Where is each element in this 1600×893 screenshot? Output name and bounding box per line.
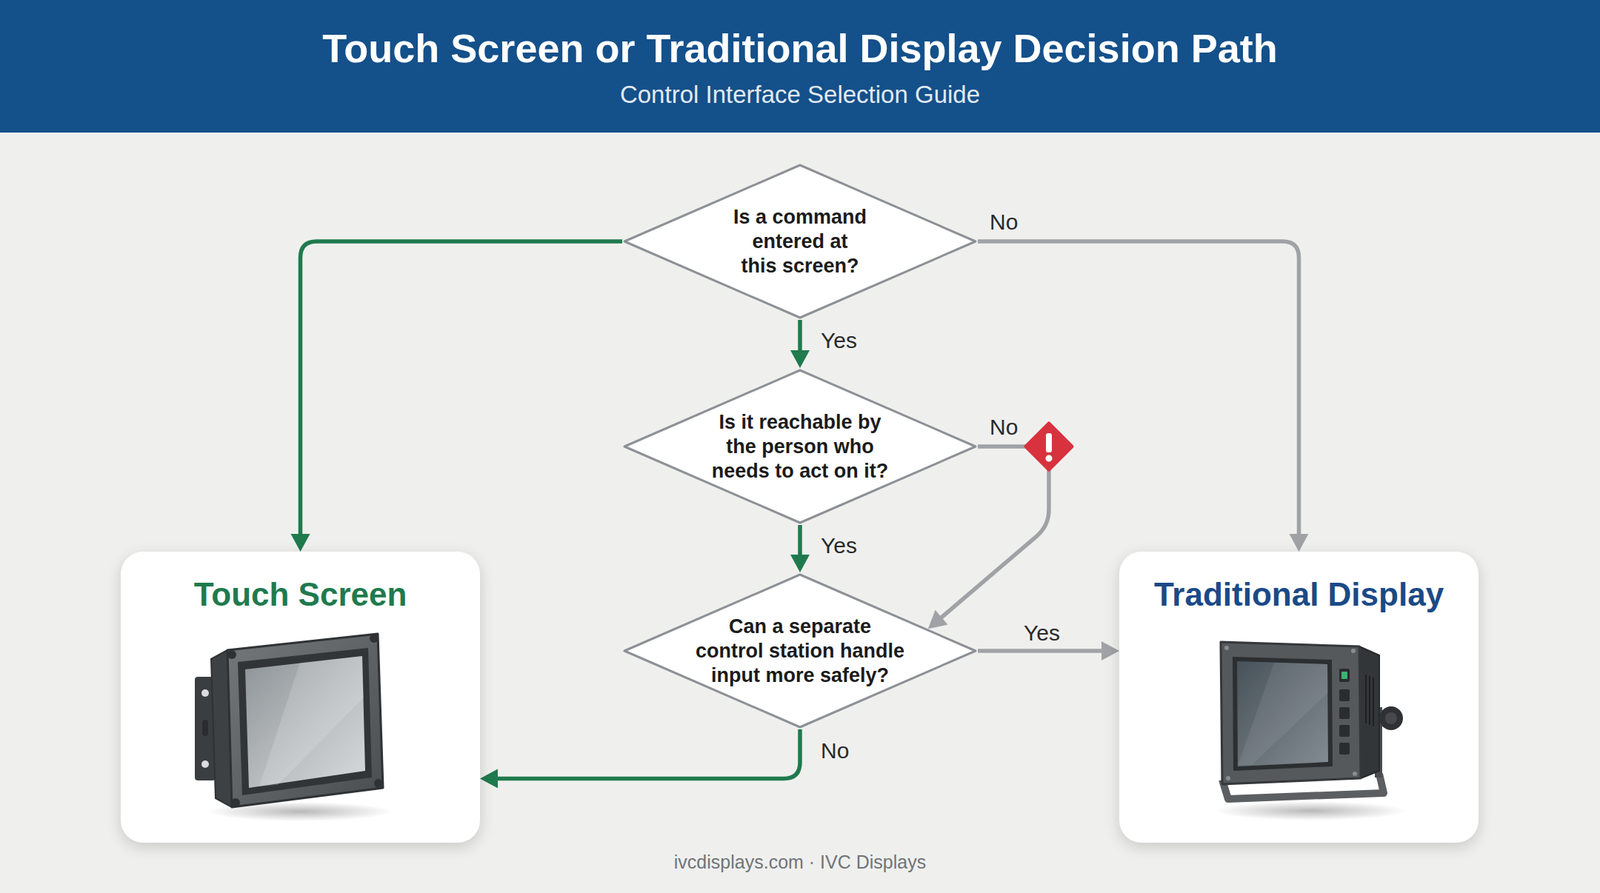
- warning-bar: [1045, 433, 1052, 453]
- diagram-title: Touch Screen or Traditional Display Deci…: [0, 25, 1600, 72]
- flow-connector: [977, 241, 1309, 552]
- arrow-head: [1289, 534, 1309, 552]
- arrow-head: [790, 554, 810, 573]
- flow-connector: [790, 525, 810, 573]
- decision-diamond: Can a separate control station handle in…: [622, 572, 978, 730]
- diamond-text-wrap: Is a command entered at this screen?: [622, 162, 978, 320]
- outcome-box: Traditional Display: [1119, 551, 1479, 843]
- edge-label: Yes: [820, 329, 858, 352]
- diamond-text-wrap: Is it reachable by the person who needs …: [622, 368, 978, 526]
- edge-label: No: [820, 740, 849, 763]
- decision-text: Is it reachable by the person who needs …: [688, 410, 912, 484]
- outcome-title: Traditional Display: [1119, 575, 1479, 615]
- warning-diamond: [1025, 423, 1072, 470]
- decision-text: Is a command entered at this screen?: [720, 205, 880, 279]
- arrow-head: [291, 534, 311, 552]
- edge-label: No: [989, 211, 1018, 234]
- connector-line: [977, 648, 1103, 654]
- connector-line: [496, 729, 800, 780]
- decision-text: Can a separate control station handle in…: [688, 614, 912, 689]
- diamond-shape: [624, 370, 976, 523]
- footer-watermark: ivcdisplays.com · IVC Displays: [0, 850, 1600, 875]
- outcome-title: Touch Screen: [120, 575, 480, 615]
- edge-label: Yes: [1023, 622, 1060, 645]
- decision-diamond: Is a command entered at this screen?: [622, 162, 978, 320]
- diamond-shape: [624, 574, 976, 728]
- diamond-text-wrap: Can a separate control station handle in…: [622, 572, 978, 730]
- connector-line: [797, 320, 803, 352]
- flow-connector: [480, 729, 800, 789]
- flow-connector: [928, 446, 1049, 629]
- outcome-box: Touch Screen: [120, 551, 480, 843]
- diamond-shape: [624, 165, 976, 318]
- arrow-head: [1101, 641, 1120, 661]
- flow-connector: [291, 241, 623, 552]
- connector-line: [300, 241, 623, 536]
- decision-diamond: Is it reachable by the person who needs …: [622, 368, 978, 526]
- connector-line: [977, 241, 1300, 536]
- edge-label: Yes: [820, 534, 858, 558]
- arrow-head: [790, 350, 810, 369]
- warning-dot: [1045, 455, 1053, 463]
- flow-connector: [790, 320, 810, 369]
- header-band: Touch Screen or Traditional Display Deci…: [0, 0, 1600, 133]
- arrow-head: [928, 610, 949, 629]
- connector-line: [797, 525, 803, 557]
- connector-line: [940, 446, 1049, 619]
- edge-label: No: [989, 416, 1018, 439]
- subtitle: Control Interface Selection Guide: [0, 80, 1600, 110]
- arrow-head: [480, 769, 498, 789]
